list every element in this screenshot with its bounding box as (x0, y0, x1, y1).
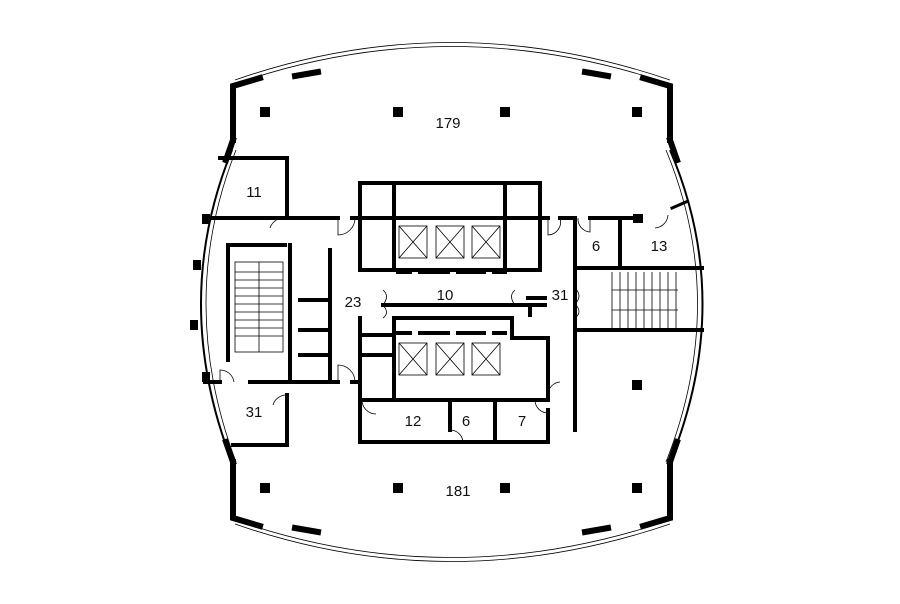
room-label-nw: 11 (246, 184, 262, 201)
elevator-shafts (396, 225, 507, 376)
elevator-icon (435, 342, 465, 376)
elevator-icon (471, 342, 501, 376)
walls (203, 156, 704, 447)
elevator-icon (398, 225, 428, 259)
facade (200, 42, 704, 562)
room-label-north-open-office: 179 (435, 115, 460, 132)
elevator-icon (471, 225, 501, 259)
room-label-s-3: 7 (518, 413, 526, 430)
room-labels: 179 11 23 10 31 6 13 31 12 6 7 181 (246, 115, 668, 500)
room-label-corridor-east: 31 (552, 287, 569, 304)
room-label-s-2: 6 (462, 413, 470, 430)
room-label-elevator-lobby: 10 (437, 287, 454, 304)
doors (219, 200, 688, 443)
room-label-sw: 31 (246, 404, 263, 421)
elevator-icon (435, 225, 465, 259)
stair-east (611, 272, 678, 328)
room-label-corridor-west: 23 (345, 294, 362, 311)
room-label-south-open-office: 181 (445, 483, 470, 500)
elevator-icon (398, 342, 428, 376)
room-label-ne-small: 6 (592, 238, 600, 255)
room-label-s-1: 12 (405, 413, 422, 430)
room-label-ne: 13 (651, 238, 668, 255)
stair-west (234, 261, 284, 353)
